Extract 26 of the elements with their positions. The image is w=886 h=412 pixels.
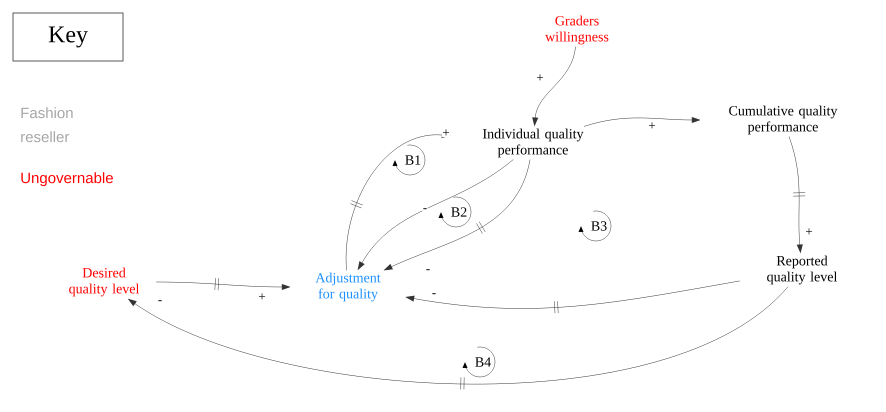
variable-label: Adjustment for quality (315, 272, 381, 302)
variable-label: Individual quality performance (482, 128, 584, 158)
variable-label: Reported quality level (767, 256, 838, 284)
polarity-sign: + (258, 292, 266, 302)
arrow (156, 278, 290, 290)
legend-entry: Fashion reseller (21, 107, 73, 142)
variable-label: Desired quality level (69, 268, 140, 296)
polarity-sign: + (804, 228, 814, 236)
arrow (406, 280, 740, 314)
polarity-sign: - (425, 268, 431, 274)
polarity-sign: - (157, 300, 163, 304)
arrow (384, 159, 530, 270)
polarity-sign: + (536, 74, 544, 82)
legend-entry: Ungovernable (21, 172, 113, 186)
polarity-sign: - (431, 292, 437, 298)
variable-label: Cumulative quality performance (729, 106, 838, 134)
polarity-sign: + (442, 128, 450, 138)
arrow (532, 46, 576, 126)
arrow (788, 136, 806, 253)
arrow (584, 117, 700, 127)
arrow (358, 159, 514, 270)
key-box: Key (12, 12, 124, 62)
variable-label: Graders willingness (545, 16, 608, 44)
polarity-sign: - (422, 208, 428, 212)
polarity-sign: + (648, 122, 656, 130)
arrow (128, 286, 788, 390)
